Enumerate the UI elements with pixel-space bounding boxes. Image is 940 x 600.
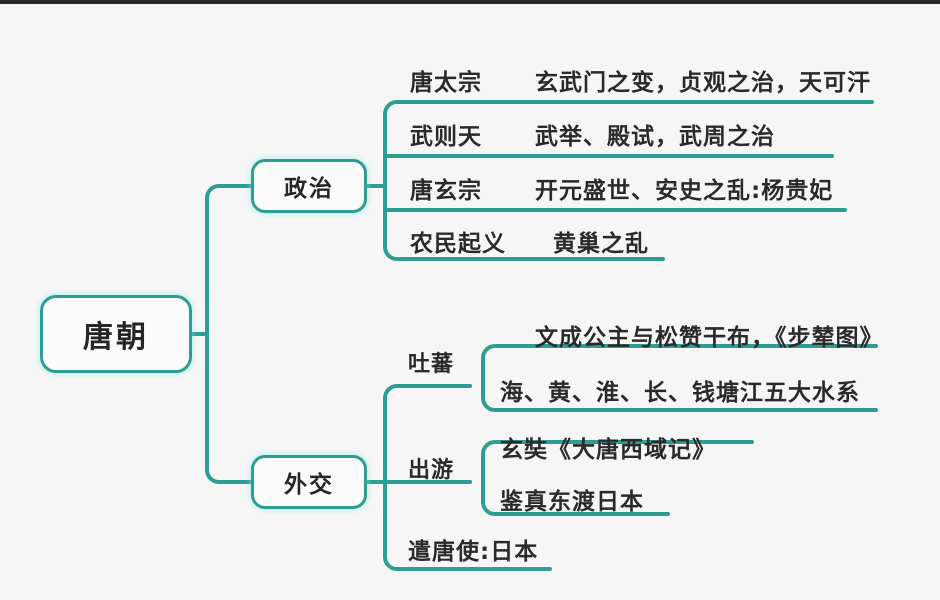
branch-label-chuyou: 出游 bbox=[408, 458, 455, 483]
branch-node-diplomacy-label: 外交 bbox=[284, 472, 334, 498]
root-node[interactable]: 唐朝 bbox=[40, 295, 192, 373]
branch-node-politics-label: 政治 bbox=[284, 176, 334, 202]
leaf-tubo-sub-1: 文成公主与松赞干布，《步辇图》 bbox=[535, 325, 884, 351]
leaf-detail-wuzetian: 武举、殿试，武周之治 bbox=[535, 124, 775, 150]
leaf-title-taizong: 唐太宗 bbox=[410, 70, 482, 96]
branch-node-diplomacy[interactable]: 外交 bbox=[251, 455, 367, 509]
branch-node-politics[interactable]: 政治 bbox=[251, 159, 367, 213]
branch-label-tubo: 吐蕃 bbox=[408, 352, 455, 377]
leaf-title-wuzetian: 武则天 bbox=[410, 124, 482, 150]
leaf-qiantangshi: 遣唐使:日本 bbox=[408, 539, 539, 565]
leaf-detail-taizong: 玄武门之变，贞观之治，天可汗 bbox=[535, 70, 871, 96]
leaf-tubo-sub-2: 海、黄、淮、长、钱塘江五大水系 bbox=[500, 380, 860, 406]
leaf-title-xuanzong: 唐玄宗 bbox=[410, 178, 482, 204]
wire-diplomacy-trunk bbox=[383, 384, 472, 400]
wire-trunk-main bbox=[205, 184, 285, 484]
leaf-detail-xuanzong: 开元盛世、安史之乱:杨贵妃 bbox=[535, 178, 834, 204]
wire-politics-trunk bbox=[383, 100, 874, 116]
leaf-detail-peasant-uprising: 黄巢之乱 bbox=[553, 231, 649, 257]
leaf-chuyou-sub-1: 玄奘《大唐西域记》 bbox=[500, 437, 716, 463]
leaf-title-peasant-uprising: 农民起义 bbox=[410, 231, 506, 257]
root-node-label: 唐朝 bbox=[83, 320, 149, 355]
leaf-chuyou-sub-2: 鉴真东渡日本 bbox=[500, 489, 644, 515]
